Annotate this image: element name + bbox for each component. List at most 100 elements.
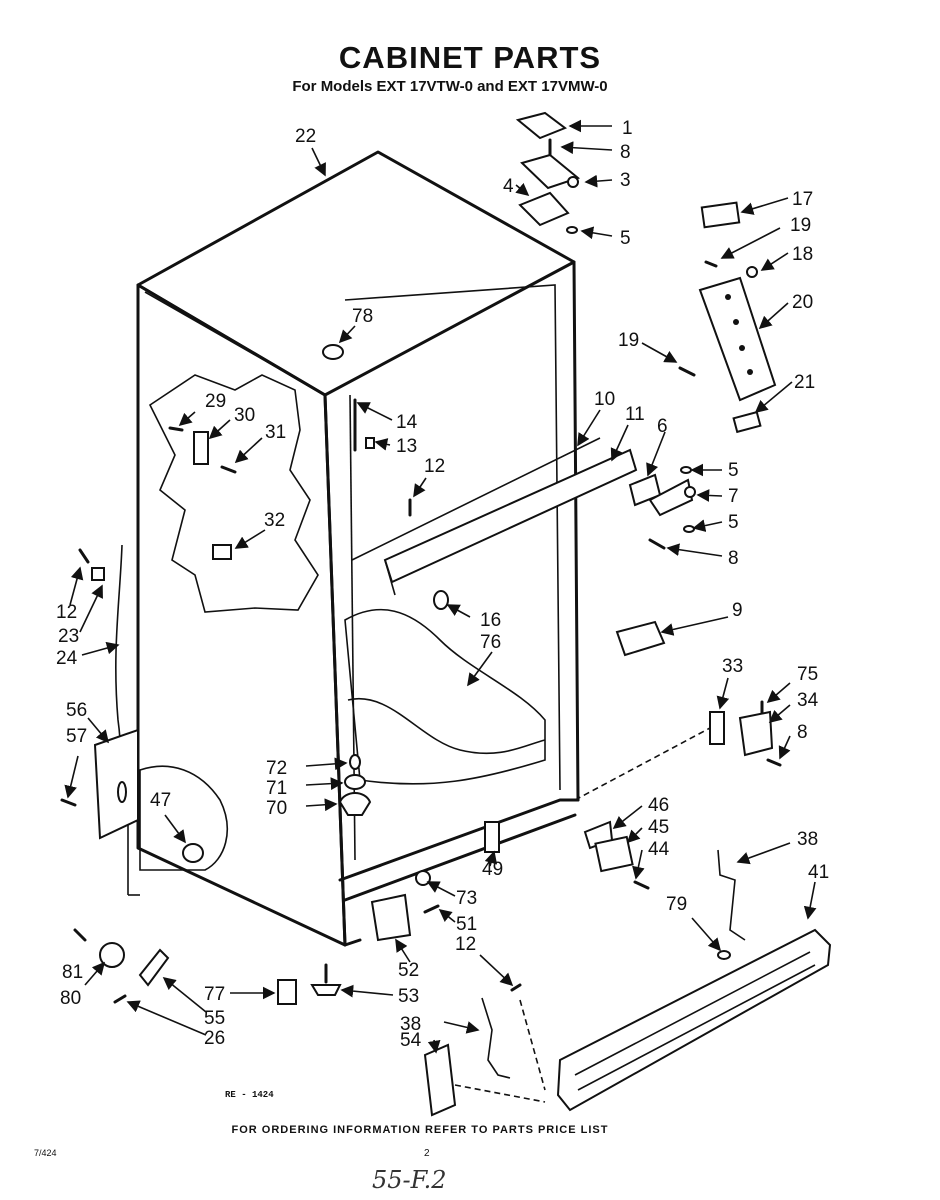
handwritten-note: 55-F.2 [372,1166,447,1194]
callout-c19b: 19 [618,330,639,351]
callout-c20: 20 [792,292,813,313]
callout-c5a: 5 [620,228,631,249]
callout-c72: 72 [266,758,287,779]
clip-23 [91,567,105,581]
callout-c8b: 8 [728,548,739,569]
callout-c76: 76 [480,632,501,653]
bracket-30 [193,431,209,465]
callout-c8a: 8 [620,142,631,163]
callout-c56: 56 [66,700,87,721]
leader-lines [64,119,817,1054]
callout-c11: 11 [625,404,645,425]
clip-79 [717,950,731,960]
callout-c52: 52 [398,960,419,981]
corner-code: 7/424 [34,1148,57,1158]
drain-fitting-47 [182,843,204,863]
callout-c16: 16 [480,610,501,631]
roller-bracket-55 [138,948,170,987]
hinge-cover-1 [515,111,568,140]
latch-9 [615,620,666,657]
callout-c10: 10 [594,389,615,410]
callout-c5c: 5 [728,512,739,533]
cutaway-outline-lower [139,765,228,871]
drain-trough-70 [338,792,372,816]
callout-c81: 81 [62,962,83,983]
callout-c13: 13 [396,436,417,457]
roller-81-80 [73,928,125,968]
top-hinge-3 [520,153,581,190]
bracket-38-right [717,849,746,941]
page-number: 2 [424,1148,430,1159]
callout-c41: 41 [808,862,829,883]
callout-c51: 51 [456,914,477,935]
guide-54 [423,1043,457,1117]
callout-c47: 47 [150,790,171,811]
callout-c33: 33 [722,656,743,677]
bracket-49 [484,821,500,853]
bumper-21 [732,410,762,434]
callout-c5b: 5 [728,460,739,481]
bracket-33 [709,711,725,745]
callout-c32: 32 [264,510,285,531]
bracket-38-left [481,997,511,1079]
callout-c4: 4 [503,176,514,197]
screw-8-bottom [766,758,782,767]
callout-c23: 23 [58,626,79,647]
callout-c14: 14 [396,412,418,433]
cabinet-shell [136,150,711,947]
washer-5-mid-b [683,525,695,533]
callout-c3: 3 [620,170,631,191]
screw-19-a [704,260,718,268]
ordering-info-note: FOR ORDERING INFORMATION REFER TO PARTS … [231,1124,609,1136]
callout-c73: 73 [456,888,477,909]
screw-29 [168,426,184,432]
plug-button-78 [322,344,344,360]
callout-c49: 49 [482,859,503,880]
callout-c29: 29 [205,391,226,412]
callout-c6: 6 [657,416,668,437]
screw-57 [60,798,77,807]
screw-51 [423,904,440,914]
callout-c8c: 8 [797,722,808,743]
diagram-subtitle: For Models EXT 17VTW-0 and EXT 17VMW-0 [292,78,608,95]
screw-19-b [678,366,696,377]
callout-c38a: 38 [797,829,818,850]
callout-c26: 26 [204,1028,225,1049]
callout-c34: 34 [797,690,819,711]
callout-c38b: 38 [400,1014,421,1035]
cutaway-outline [148,374,319,613]
callout-c1: 1 [622,118,633,139]
callout-c71: 71 [266,778,287,799]
callout-c44: 44 [648,839,670,860]
callout-c7: 7 [728,486,739,507]
callout-c77: 77 [204,984,225,1005]
drawing-number: RE - 1424 [225,1090,274,1100]
callout-c80: 80 [60,988,81,1009]
callout-c12a: 12 [424,456,445,477]
callout-c9: 9 [732,600,743,621]
plug-16 [433,590,449,610]
callout-c70: 70 [266,798,287,819]
callout-c31: 31 [265,422,286,443]
callout-c75: 75 [797,664,818,685]
bottom-hinge-34 [738,710,774,757]
washer-5-mid-a [680,466,692,474]
nut-18 [746,266,758,278]
label-plate-17 [700,201,741,229]
leveling-leg-53 [310,963,342,996]
callout-c30: 30 [234,405,255,426]
callout-c24: 24 [56,648,78,669]
grommet-71 [344,774,366,790]
callout-c22: 22 [295,126,316,147]
callout-c18: 18 [792,244,813,265]
pad-45 [594,835,634,873]
panel-56 [93,728,139,840]
screw-8-mid [648,538,666,550]
part-13 [365,437,375,449]
screw-26 [113,994,127,1004]
callout-c12b: 12 [56,602,77,623]
toe-grille-41 [556,928,832,1112]
washer-5-top [566,226,578,234]
diagram-title: CABINET PARTS [338,40,602,75]
